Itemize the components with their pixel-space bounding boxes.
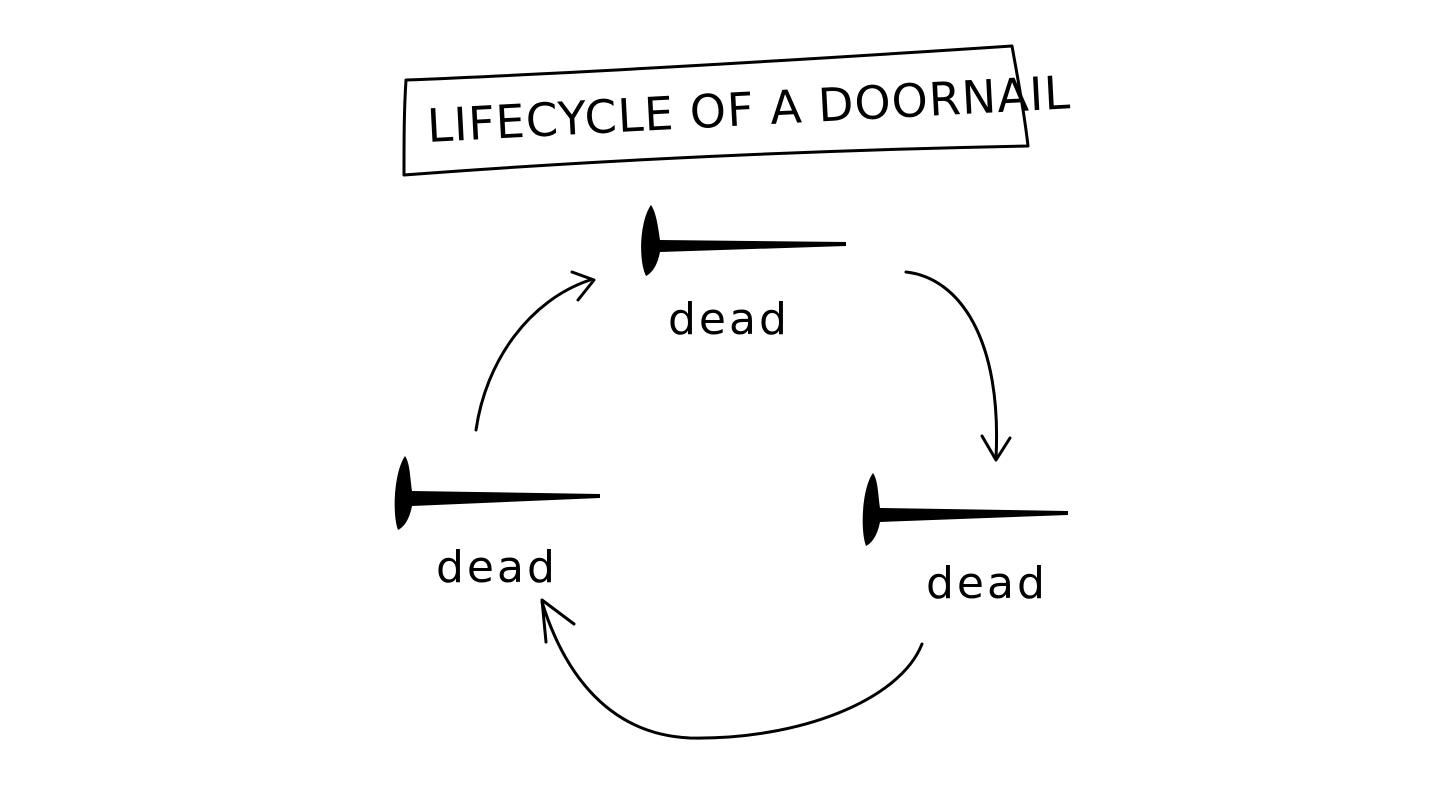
arrowhead-icon	[570, 270, 596, 302]
edge-left-to-top	[474, 270, 596, 432]
diagram-title: LIFECYCLE OF A DOORNAIL	[426, 65, 1072, 153]
nail-icon	[394, 456, 600, 530]
arrowhead-icon	[980, 434, 1012, 462]
node-top: dead	[641, 205, 846, 345]
arrowhead-icon	[540, 598, 576, 644]
node-label-top: dead	[668, 294, 790, 345]
edge-right-to-left	[540, 598, 924, 740]
node-left: dead	[394, 456, 600, 593]
node-label-right: dead	[926, 558, 1048, 609]
nail-icon	[641, 205, 846, 276]
edge-top-to-right	[904, 270, 1012, 462]
node-right: dead	[862, 473, 1068, 609]
node-label-left: dead	[436, 542, 558, 593]
nail-icon	[862, 473, 1068, 546]
title-frame	[402, 44, 1030, 177]
title-box: LIFECYCLE OF A DOORNAIL	[402, 44, 1072, 177]
